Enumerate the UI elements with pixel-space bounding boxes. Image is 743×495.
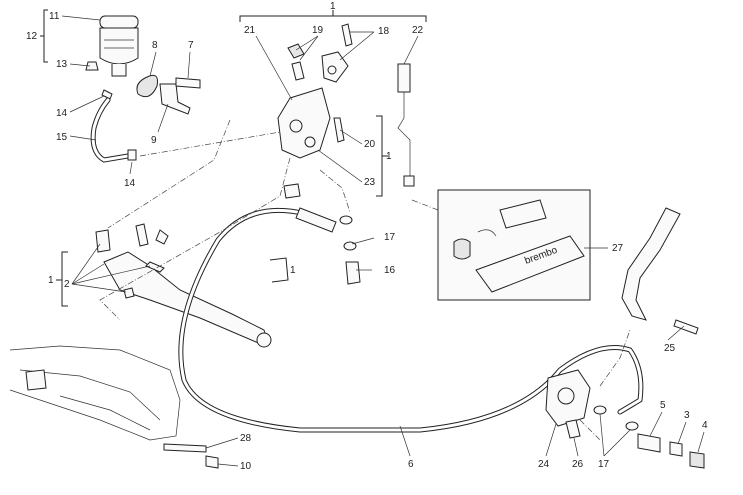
callout-28: 28: [240, 433, 252, 444]
leader-lines: [61, 15, 705, 467]
callout-17-upper: 17: [384, 232, 396, 243]
callout-12: 12: [26, 31, 38, 42]
callout-7: 7: [188, 40, 194, 51]
callout-16: 16: [384, 265, 396, 276]
callout-17-lower: 17: [598, 459, 610, 470]
callout-5: 5: [660, 400, 666, 411]
callout-13: 13: [56, 59, 68, 70]
callout-18: 18: [378, 26, 390, 37]
callout-26: 26: [572, 459, 584, 470]
callout-11: 11: [49, 11, 60, 22]
callout-27: 27: [612, 243, 624, 254]
callout-9: 9: [151, 135, 157, 146]
reservoir-assembly: [40, 9, 201, 163]
callout-1-left: 1: [48, 275, 54, 286]
callout-14-upper: 14: [56, 108, 68, 119]
callout-4: 4: [702, 420, 708, 431]
callout-labels: 1 1 1 1 2 3 4 5 6 7 8 9 10 11 12 13 14 1…: [26, 1, 708, 472]
callout-20: 20: [364, 139, 376, 150]
callout-19: 19: [312, 25, 324, 36]
callout-1-lever: 1: [290, 265, 296, 276]
repair-kit-inset: brembo: [437, 189, 591, 301]
callout-23: 23: [364, 177, 376, 188]
callout-22: 22: [412, 25, 424, 36]
callout-24: 24: [538, 459, 550, 470]
clutch-hose: [178, 207, 644, 433]
callout-1-top: 1: [330, 1, 336, 12]
callout-2: 2: [64, 279, 70, 290]
callout-15: 15: [56, 132, 68, 143]
master-cylinder-assembly: [239, 10, 427, 199]
slave-cylinder-assembly: [163, 369, 705, 469]
callout-10: 10: [240, 461, 252, 472]
support-bracket: [621, 207, 699, 335]
callout-14-lower: 14: [124, 178, 136, 189]
callout-1-right: 1: [386, 151, 392, 162]
callout-25: 25: [664, 343, 676, 354]
callout-21: 21: [244, 25, 256, 36]
callout-8: 8: [152, 40, 158, 51]
assembly-lines: [99, 119, 631, 441]
callout-3: 3: [684, 410, 690, 421]
callout-6: 6: [408, 459, 414, 470]
frame-outline: [9, 345, 181, 441]
clutch-lever-assembly: [56, 223, 289, 348]
